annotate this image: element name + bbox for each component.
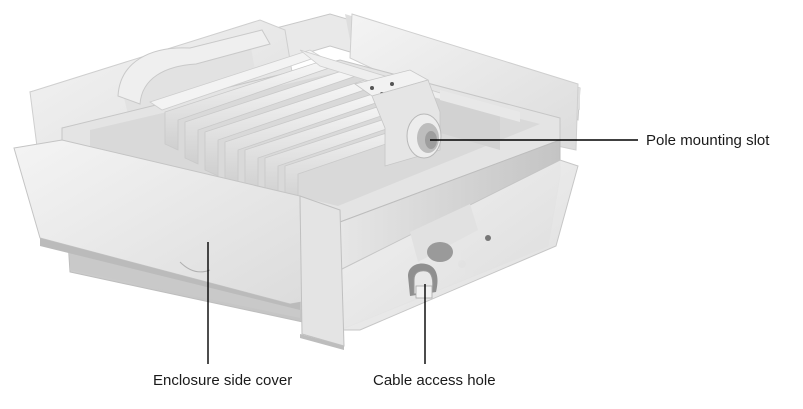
front-corner-post (299, 195, 345, 350)
pole-mounting-slot-label: Pole mounting slot (646, 132, 770, 149)
leader-lines (207, 139, 638, 364)
cable-access-hole-label: Cable access hole (373, 372, 496, 389)
mounting-arch (117, 29, 271, 105)
cable-access-hole-feature (408, 263, 438, 299)
pole-mount-bracket (354, 69, 442, 167)
enclosure-side-cover-label: Enclosure side cover (153, 372, 293, 389)
